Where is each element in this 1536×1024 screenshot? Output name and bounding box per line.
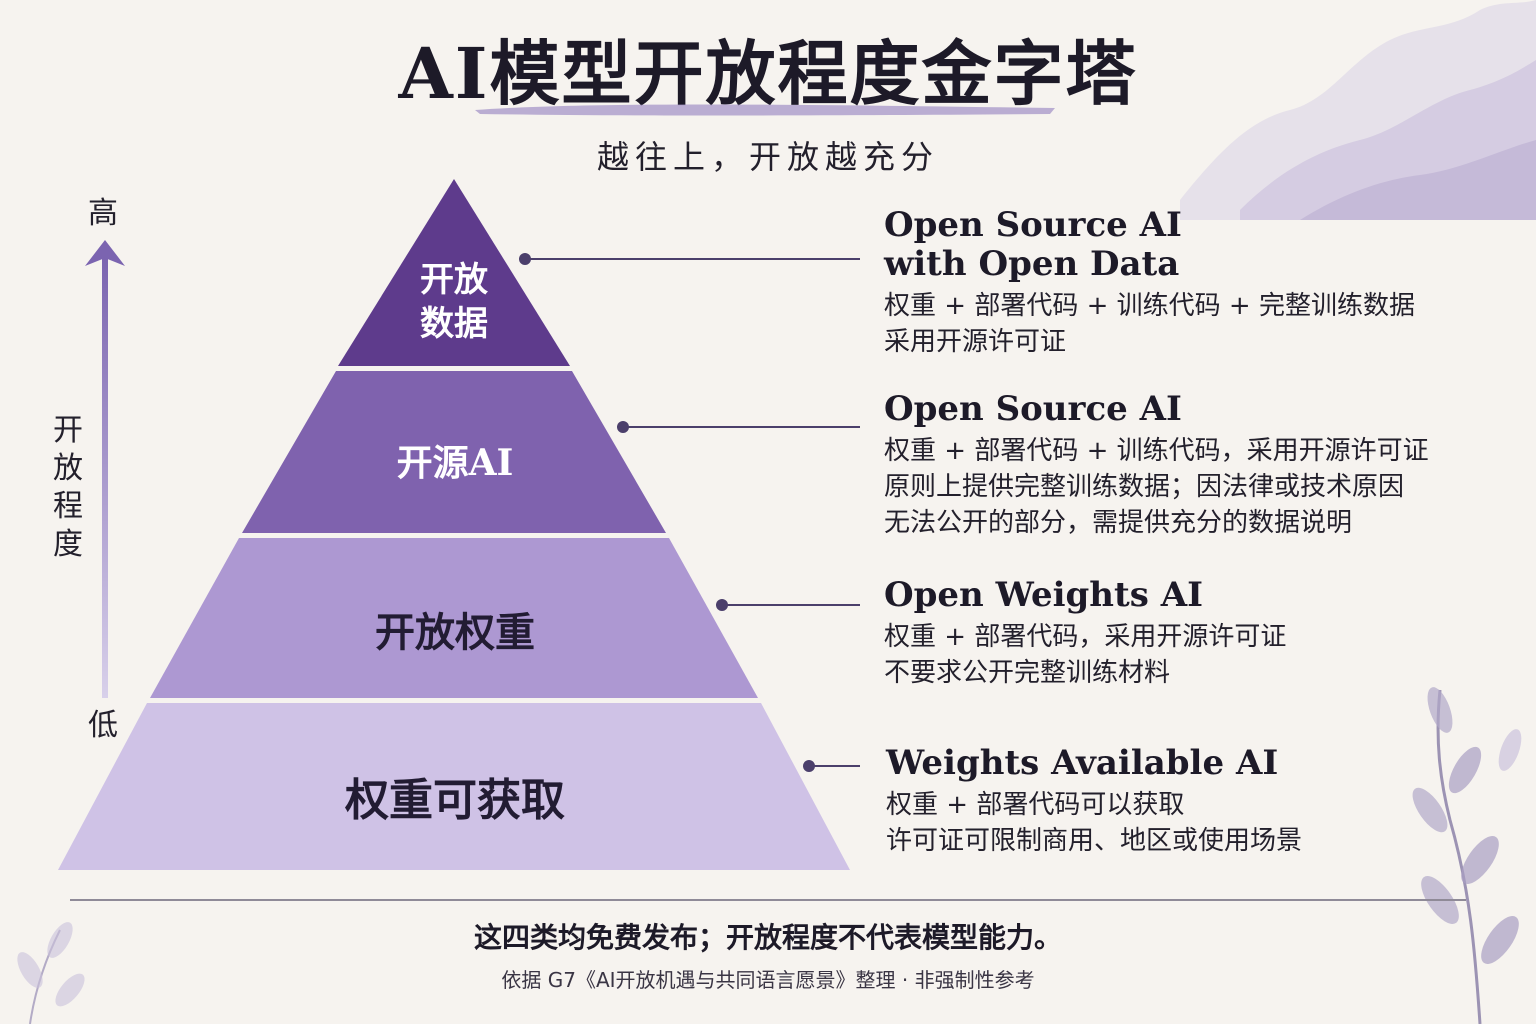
tier-label-open-source: 开源AI [396, 442, 514, 484]
description-line: 不要求公开完整训练材料 [884, 658, 1171, 688]
description-weights-available: Weights Available AI 权重 + 部署代码可以获取 许可证可限… [886, 744, 1302, 859]
page-subtitle: 越往上，开放越充分 [596, 138, 939, 176]
connector-4 [803, 760, 860, 772]
connector-1 [519, 253, 860, 265]
page-title: AI模型开放程度金字塔 [398, 32, 1138, 115]
description-title: Open Weights AI [884, 575, 1203, 615]
axis-low-label: 低 [88, 708, 118, 743]
tier-label-line2: 数据 [420, 304, 488, 344]
tier-label-weights-available: 权重可获取 [345, 775, 565, 826]
description-line: 权重 + 部署代码 + 训练代码 + 完整训练数据 [884, 291, 1415, 321]
footer-source: 依据 G7《AI开放机遇与共同语言愿景》整理 · 非强制性参考 [501, 968, 1035, 992]
description-title-line1: Open Source AI [884, 205, 1182, 245]
description-title-line2: with Open Data [884, 244, 1180, 284]
axis-high-label: 高 [88, 196, 118, 231]
description-line: 权重 + 部署代码 + 训练代码，采用开源许可证 [884, 436, 1429, 466]
plant-decoration-right [1412, 687, 1522, 1024]
description-line: 权重 + 部署代码，采用开源许可证 [884, 622, 1287, 652]
description-title: Weights Available AI [886, 743, 1279, 783]
description-open-source: Open Source AI 权重 + 部署代码 + 训练代码，采用开源许可证 … [884, 390, 1429, 541]
description-open-data: Open Source AI with Open Data 权重 + 部署代码 … [884, 206, 1415, 360]
tier-open-weights [150, 538, 758, 698]
footer-note: 这四类均免费发布；开放程度不代表模型能力。 [473, 921, 1062, 954]
tier-label-open-weights: 开放权重 [375, 609, 535, 656]
connector-3 [716, 599, 860, 611]
tier-open-data [338, 179, 570, 366]
footer-divider [70, 899, 1466, 901]
axis-label: 开放程度 [53, 413, 83, 562]
plant-decoration-left [17, 922, 85, 1024]
tier-weights-available [58, 703, 850, 870]
tier-open-source [242, 371, 666, 533]
connector-2 [617, 421, 860, 433]
description-line: 权重 + 部署代码可以获取 [886, 790, 1185, 820]
tier-label-open-data: 开放 数据 [394, 258, 514, 346]
description-line: 采用开源许可证 [884, 327, 1067, 357]
tier-label-line1: 开放 [420, 260, 488, 300]
title-brush-stroke [475, 104, 1055, 116]
mountain-decoration [1180, 0, 1536, 220]
description-line: 原则上提供完整训练数据；因法律或技术原因 [884, 472, 1405, 502]
description-title: Open Source AI [884, 389, 1182, 429]
description-line: 无法公开的部分，需提供充分的数据说明 [884, 508, 1353, 538]
description-line: 许可证可限制商用、地区或使用场景 [886, 826, 1303, 856]
description-open-weights: Open Weights AI 权重 + 部署代码，采用开源许可证 不要求公开完… [884, 576, 1286, 691]
up-arrow-icon [85, 240, 125, 698]
